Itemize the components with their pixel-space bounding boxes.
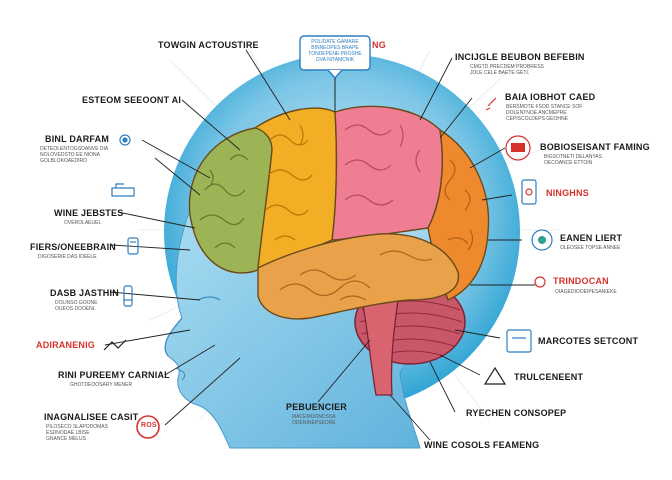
right-label-4: NINGHNS <box>546 188 589 198</box>
speech-icon <box>531 229 553 251</box>
callout-line: OVA NITAMCNIK <box>315 57 355 63</box>
vial-icon <box>123 285 133 307</box>
left-label-3: WINE JEBSTES <box>54 208 124 218</box>
callout-line: BINNEOPES BRAPE <box>311 45 359 51</box>
left-label-8: INAGNALISEE CASIT <box>44 412 139 422</box>
ros-badge-text: ROS <box>141 422 157 429</box>
callout-line: POLIDATE GAMARE <box>311 39 359 45</box>
left-label-1: ESTEOM SEEOONT AI <box>82 95 182 105</box>
right-sub: BIGSOTNETI DELANYAS <box>544 154 602 160</box>
left-sub: DOLINSO GOONE <box>55 300 98 306</box>
right-sub: OLEOSEE TOPSE ANNEE <box>560 245 621 251</box>
right-label-9: RYECHEN CONSOPEP <box>466 408 567 418</box>
left-sub: PILOSECO SLAPODOMAS <box>46 424 108 430</box>
right-sub: OECOANCE ETTOIN <box>544 160 593 166</box>
leader-lines <box>104 49 535 441</box>
pen-icon <box>485 97 497 111</box>
left-label-6: ADIRANENIG <box>36 340 96 350</box>
right-label-5: EANEN LIERT <box>560 233 623 243</box>
left-sub: DETEOLENTOGSOANVE DIA <box>40 146 109 152</box>
bottom-center-sub: ODENINEPSEORE <box>292 420 336 426</box>
nose-contour <box>164 317 183 357</box>
left-sub: GNANCE MELUS <box>46 436 87 442</box>
right-label-8: TRULCENEENT <box>514 372 584 382</box>
left-label-7: RINI PUREEMY CARNIAL <box>58 370 170 380</box>
right-label-1: INCIJGLE BEUBON BEFEBIN <box>455 52 585 62</box>
gauge-icon <box>505 135 531 161</box>
bottom-center-label: PEBUENCIER <box>286 402 348 412</box>
pin-icon <box>534 276 546 288</box>
right-sub: OIAGEDIOOEIPESANIEKE <box>555 289 617 295</box>
right-label-3: BOBIOSEISANT FAMING <box>540 142 650 152</box>
left-sub: NOLOVEDSTO EE NIONA <box>40 152 100 158</box>
brain-stem <box>361 299 399 396</box>
pill-bottle-icon <box>127 237 139 255</box>
badge-icon <box>119 134 131 146</box>
right-sub: CMGTD PRECDEM PROBRESS <box>470 64 544 70</box>
left-sub: DIGOSERIE DAS IDEELE <box>38 254 97 260</box>
left-sub: GHOTDEOOSARY MENER <box>70 382 133 388</box>
left-icons <box>103 134 139 351</box>
arrow-icon <box>103 339 127 351</box>
callout-suffix: NG <box>372 40 386 50</box>
left-sub: OVEROLAEUEL <box>64 220 102 226</box>
left-sub: GOLBLOKOAEDIRO <box>40 158 87 164</box>
right-sub: BERSMOTE FSOD STANCE SOF <box>506 104 583 110</box>
lip-contour <box>175 367 186 381</box>
warning-icon <box>483 366 507 385</box>
callout-text: POLIDATE GAMARE BINNEOPES BRAPE TONDEPEN… <box>303 39 367 63</box>
left-sub: OUEOS DOOENL <box>55 306 96 312</box>
pink-lobe <box>331 105 444 241</box>
hand-icon <box>111 183 135 197</box>
bottom-center-sub: MACEMOONDSSA <box>292 414 336 420</box>
brain <box>188 105 490 320</box>
right-label-6: TRINDOCAN <box>553 276 609 286</box>
phone-icon <box>521 179 537 205</box>
right-sub: CEPISCOLDEPS GEOHNE <box>506 116 568 122</box>
right-sub: DOLENTNOE ANCMEPRE <box>506 110 567 116</box>
left-label-5: DASB JASTHIN <box>50 288 119 298</box>
left-label-4: FIERS/ONEEBRAIN <box>30 242 117 252</box>
top-callout <box>299 35 371 112</box>
right-sub: JOLE CELE BAETE GETL <box>470 70 530 76</box>
eye-contour <box>197 296 221 301</box>
right-label-2: BAIA IOBHOT CAED <box>505 92 596 102</box>
label-top-left: TOWGIN ACTOUSTIRE <box>158 40 259 50</box>
ros-badge <box>136 415 160 439</box>
callout-line: TONDEPENE PROSHE <box>308 51 362 57</box>
right-label-7: MARCOTES SETCONT <box>538 336 639 346</box>
left-sub: ESDNODAE LBISE <box>46 430 90 436</box>
bottom-label: WINE COSOLS FEAMENG <box>424 440 540 450</box>
left-label-2: BINL DARFAM <box>45 134 110 144</box>
right-icons <box>483 97 553 385</box>
scale-icon <box>506 329 532 353</box>
